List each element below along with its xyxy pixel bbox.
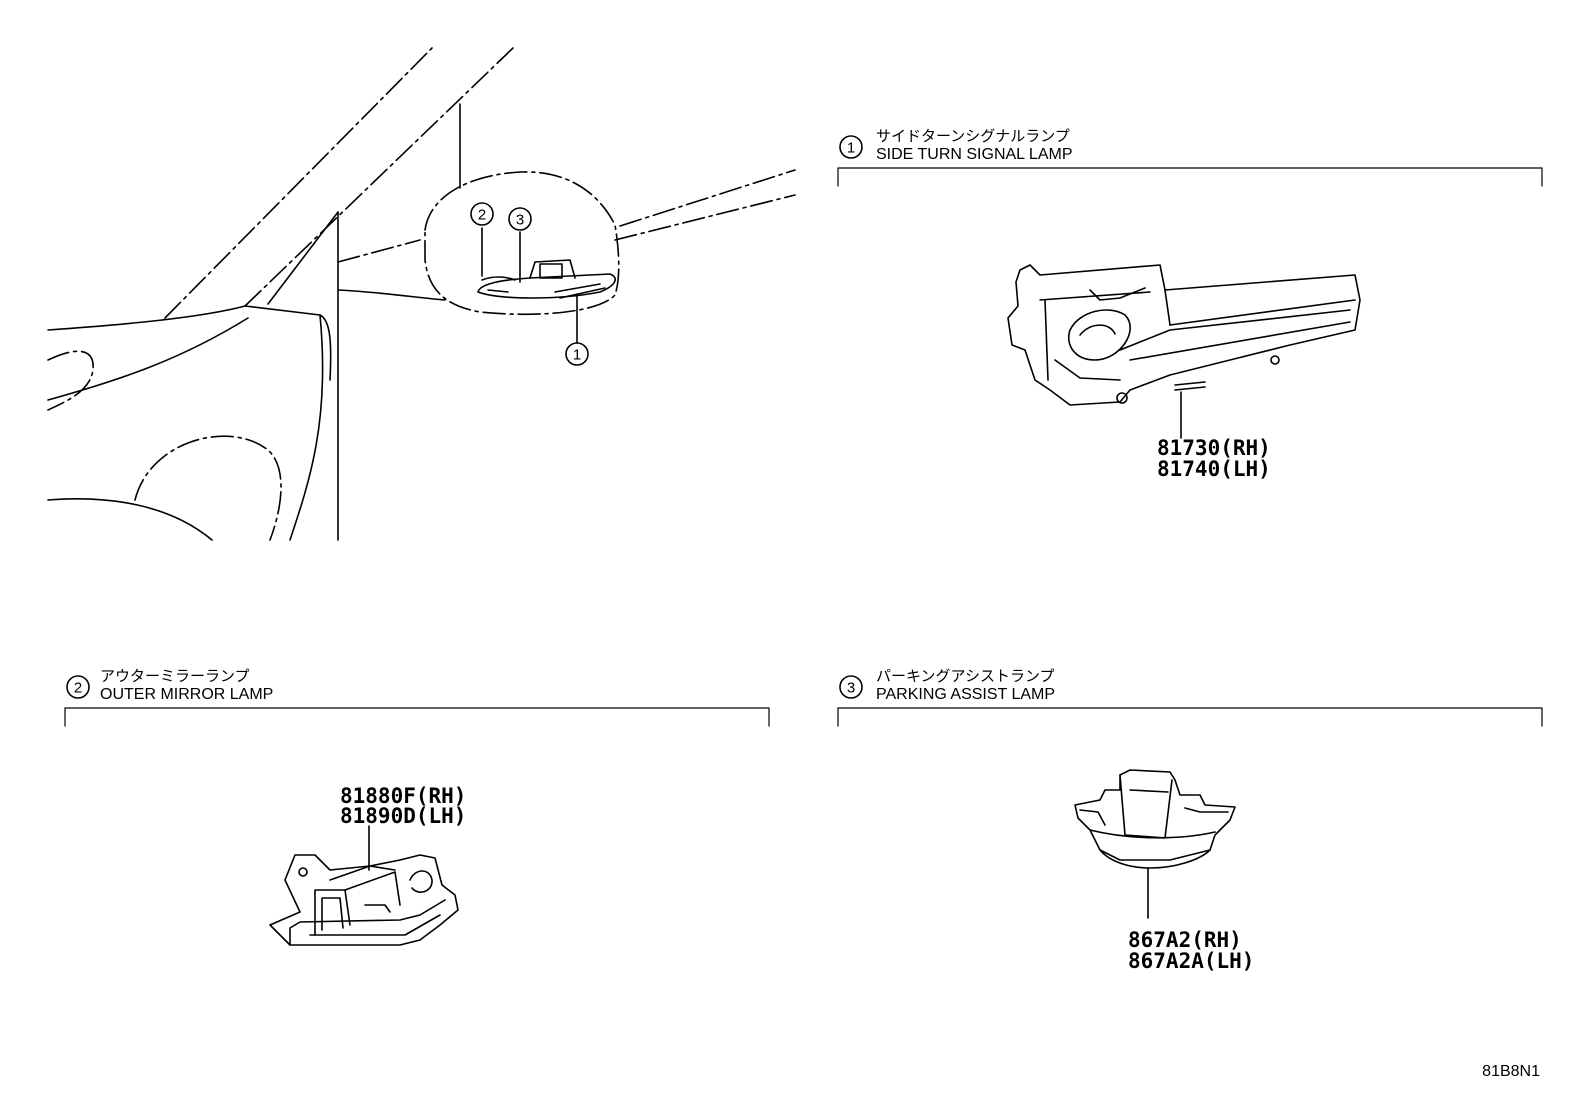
outer-mirror-section — [64, 675, 770, 946]
section-1-number: 1 — [847, 140, 855, 157]
part-number-rh: 81880F(RH) — [340, 784, 466, 808]
section-bracket — [837, 167, 1543, 187]
part-number-lh: 81740(LH) — [1157, 457, 1271, 481]
callout-2: 2 — [478, 207, 486, 224]
section-bracket — [64, 707, 770, 727]
section-3-title-jp: パーキングアシストランプ — [876, 667, 1055, 685]
callout-3: 3 — [516, 212, 524, 229]
side-turn-lamp-illustration — [1007, 264, 1361, 406]
section-3-title-en: PARKING ASSIST LAMP — [876, 686, 1055, 703]
part-number-lh: 867A2A(LH) — [1128, 949, 1254, 973]
section-1-title-jp: サイドターンシグナルランプ — [876, 127, 1070, 145]
section-3-number: 3 — [847, 680, 855, 697]
part-number-rh: 81730(RH) — [1157, 436, 1271, 460]
side-turn-section — [837, 135, 1543, 439]
callout-1: 1 — [573, 347, 581, 364]
section-1-title-en: SIDE TURN SIGNAL LAMP — [876, 146, 1073, 163]
outer-mirror-lamp-illustration — [269, 854, 459, 946]
parking-assist-section — [837, 675, 1543, 919]
section-2-number: 2 — [74, 680, 82, 697]
part-number-lh: 81890D(LH) — [340, 804, 466, 828]
parking-assist-lamp-illustration — [1074, 769, 1236, 869]
part-number-rh: 867A2(RH) — [1128, 928, 1242, 952]
diagram-code: 81B8N1 — [1482, 1063, 1540, 1080]
section-2-title-en: OUTER MIRROR LAMP — [100, 686, 273, 703]
section-2-title-jp: アウターミラーランプ — [100, 667, 250, 685]
section-bracket — [837, 707, 1543, 727]
vehicle-overview — [47, 47, 796, 541]
